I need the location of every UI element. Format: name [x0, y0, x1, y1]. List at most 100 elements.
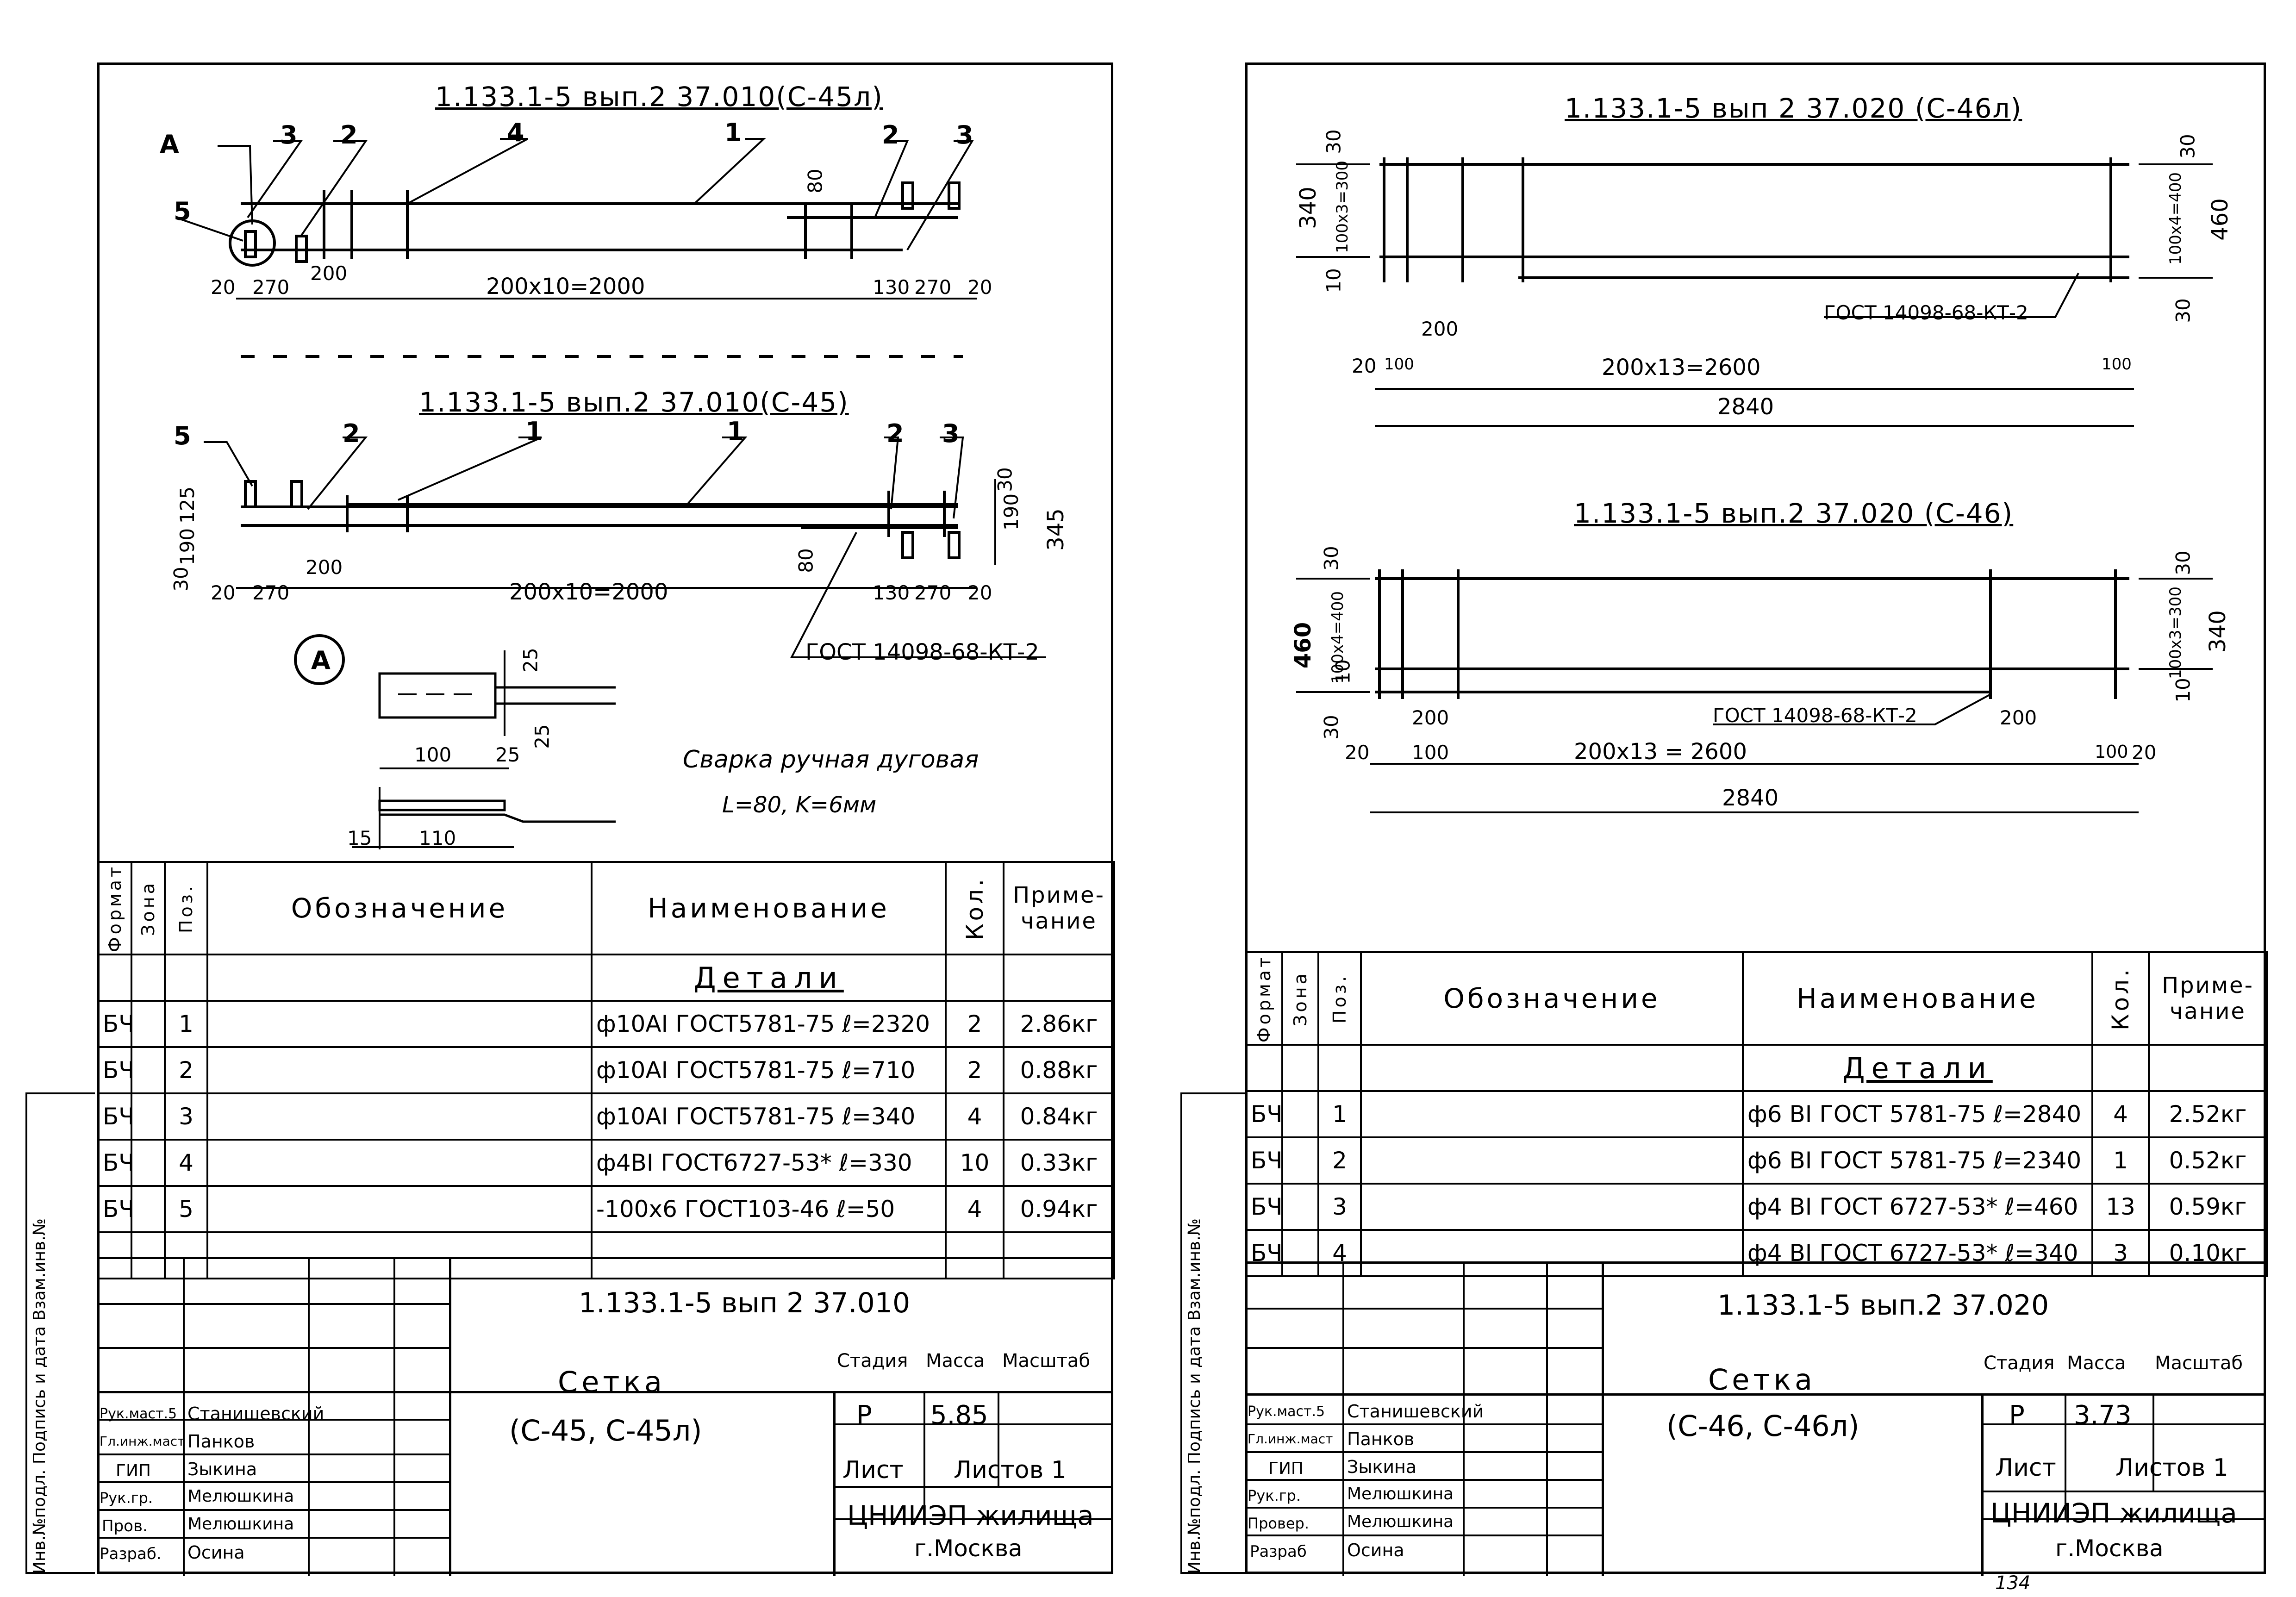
c45-title: 1.133.1-5 вып.2 37.010(С-45): [419, 387, 849, 418]
c46l-dim-100b: 100: [2102, 355, 2132, 374]
hdr-note: Приме-чание: [2148, 951, 2268, 1046]
table-row: [97, 1231, 1115, 1279]
c45l-leader-2a: 2: [340, 120, 358, 150]
left-product-marks: (С-45, С-45л): [509, 1414, 702, 1447]
spec-section-row: Детали: [1245, 1044, 2268, 1092]
right-stage: Р: [2009, 1400, 2025, 1430]
left-stage-label: Стадия: [837, 1350, 908, 1372]
right-doc-code: 1.133.1-5 вып.2 37.020: [1717, 1289, 2049, 1322]
spec-section-label: Детали: [591, 954, 947, 1002]
left-scale-label: Масштаб: [1002, 1350, 1091, 1372]
hdr-designation: Обозначение: [1360, 951, 1744, 1046]
c45l-leader-5: 5: [174, 197, 191, 226]
c46-dim-2840: 2840: [1722, 785, 1779, 811]
c46-dim-200a: 200: [1412, 706, 1449, 729]
c45l-dim-130: 130: [873, 276, 910, 299]
c45l-leader-a: А: [160, 130, 179, 159]
c46-dim-10r: 10: [2171, 678, 2195, 703]
left-city: г.Москва: [914, 1535, 1023, 1562]
detail-a-dim-25a: 25: [519, 648, 542, 673]
c46-dim-20: 20: [1345, 741, 1370, 764]
c46l-gost: ГОСТ 14098-68-КТ-2: [1824, 301, 2028, 324]
right-sheets-label: Листов 1: [2115, 1454, 2228, 1482]
detail-a-dim-25b: 25: [530, 724, 554, 749]
c46-dim-100a: 100: [1412, 741, 1449, 764]
hdr-qty: Кол.: [945, 861, 1004, 955]
c45-gost: ГОСТ 14098-68-КТ-2: [805, 639, 1039, 665]
left-mass-label: Масса: [926, 1350, 985, 1372]
detail-a-dim-110: 110: [419, 827, 456, 849]
spec-header-row: Формат Зона Поз. Обозначение Наименовани…: [97, 861, 1115, 955]
c46l-dim-100x3: 100х3=300: [1333, 160, 1352, 254]
c46l-dim-30r: 30: [2176, 134, 2199, 159]
c46-dim-30b: 30: [1320, 715, 1343, 740]
c45l-leader-3a: 3: [280, 120, 298, 150]
c45l-dim-270b: 270: [914, 276, 952, 299]
c46-dim-30a: 30: [1320, 546, 1343, 571]
hdr-note: Приме-чание: [1003, 861, 1115, 955]
c45l-dim-20b: 20: [967, 276, 992, 299]
detail-a-dim-25c: 25: [495, 743, 520, 766]
c45-dim-270a: 270: [252, 581, 290, 604]
c45-dim-20a: 20: [211, 581, 236, 604]
detail-a-dim-100: 100: [414, 743, 452, 766]
weld-params: L=80, K=6мм: [722, 792, 877, 818]
c46-dim-10: 10: [1331, 659, 1354, 684]
c45l-leader-1: 1: [724, 118, 742, 147]
right-side-strip: [1180, 1092, 1245, 1574]
hdr-zone: Зона: [131, 861, 166, 955]
right-product-name: Сетка: [1708, 1363, 1816, 1397]
c46l-dim-100x4: 100х4=400: [2166, 172, 2185, 265]
c46l-dim-30rb: 30: [2171, 298, 2195, 323]
right-sheet: [1245, 62, 2266, 1574]
c45-dim-20b: 20: [967, 581, 992, 604]
c45-dim-30r: 30: [993, 467, 1017, 492]
detail-a-dim-15: 15: [347, 827, 372, 849]
spec-section-row: Детали: [97, 954, 1115, 1002]
c46-dim-200b: 200: [2000, 706, 2037, 729]
left-product-name: Сетка: [558, 1365, 666, 1399]
c45-dim-345: 345: [1042, 508, 1069, 551]
left-spec-table: Формат Зона Поз. Обозначение Наименовани…: [97, 861, 1115, 1279]
c45-dim-2000: 200х10=2000: [509, 579, 668, 605]
c45l-leader-4: 4: [507, 118, 524, 147]
c46l-dim-20: 20: [1352, 355, 1377, 377]
c45l-dim-20a: 20: [211, 276, 236, 299]
c46-gost: ГОСТ 14098-68-КТ-2: [1713, 704, 1917, 727]
hdr-pos: Поз.: [164, 861, 208, 955]
c45l-dim-80: 80: [804, 168, 827, 193]
c46l-dim-30a: 30: [1322, 129, 1345, 154]
c45-leader-1a: 1: [525, 417, 543, 446]
right-title-block: [1245, 1261, 2266, 1576]
c46l-dim-100a: 100: [1384, 355, 1414, 374]
c45-dim-190r: 190: [1000, 493, 1023, 531]
page-number: 134: [1995, 1572, 2031, 1594]
c45-leader-2b: 2: [886, 419, 904, 448]
c46l-dim-200: 200: [1421, 318, 1459, 340]
c46l-dim-2600: 200х13=2600: [1602, 355, 1761, 381]
hdr-designation: Обозначение: [206, 861, 593, 955]
hdr-format: Формат: [97, 861, 132, 955]
c46-dim-100x3: 100х3=300: [2166, 586, 2185, 680]
c45-leader-3: 3: [942, 419, 960, 448]
right-city: г.Москва: [2055, 1535, 2164, 1562]
weld-note: Сварка ручная дуговая: [683, 746, 979, 774]
left-sheet-label: Лист: [842, 1456, 904, 1484]
c45-leader-1b: 1: [727, 417, 744, 446]
c45l-dim-200: 200: [310, 262, 348, 285]
left-sheet: [97, 62, 1113, 1574]
left-stage: Р: [856, 1400, 872, 1430]
c46l-dim-10: 10: [1322, 268, 1345, 293]
c45l-leader-2b: 2: [882, 120, 899, 150]
hdr-pos: Поз.: [1317, 951, 1362, 1046]
right-scale-label: Масштаб: [2155, 1353, 2243, 1374]
right-stage-label: Стадия: [1984, 1353, 2055, 1374]
left-org: ЦНИИЭП жилища: [847, 1500, 1094, 1531]
